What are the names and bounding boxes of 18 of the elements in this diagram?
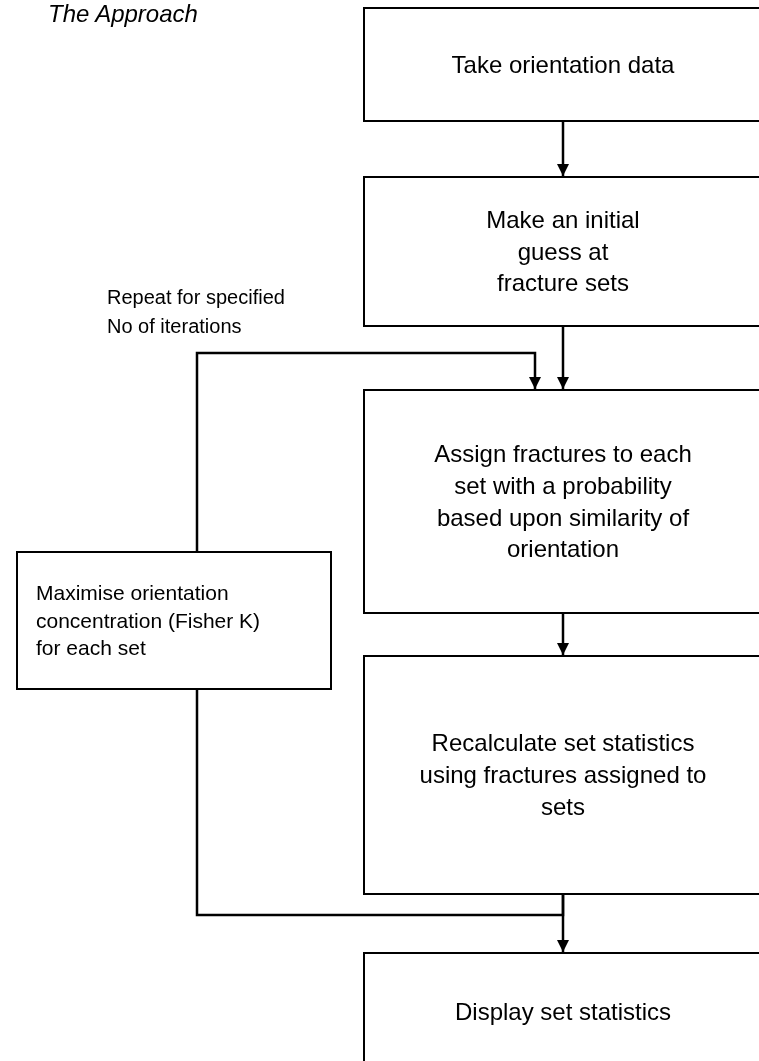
process-box [363, 655, 759, 895]
process-box [363, 7, 759, 122]
process-box [16, 551, 332, 690]
box-text: Assign fractures to each set with a probability based upon similarity of orientation [433, 438, 693, 565]
box-text: Display set statistics [454, 997, 672, 1028]
diagram-title: The Approach [48, 0, 198, 28]
box-text: Maximise orientation concentration (Fisher K) for each set [36, 579, 262, 662]
box-text: Take orientation data [451, 49, 675, 80]
arrow [556, 122, 570, 176]
arrow [556, 327, 570, 389]
process-box [363, 389, 759, 614]
process-box [363, 176, 759, 327]
box-text: Make an initial guess at fracture sets [485, 204, 641, 299]
arrow [556, 614, 570, 655]
edge-label: Repeat for specified No of iterations [107, 285, 286, 339]
box-text: Recalculate set statistics using fractures assigned to sets [418, 728, 708, 822]
arrow [195, 351, 542, 551]
process-box [363, 952, 759, 1061]
